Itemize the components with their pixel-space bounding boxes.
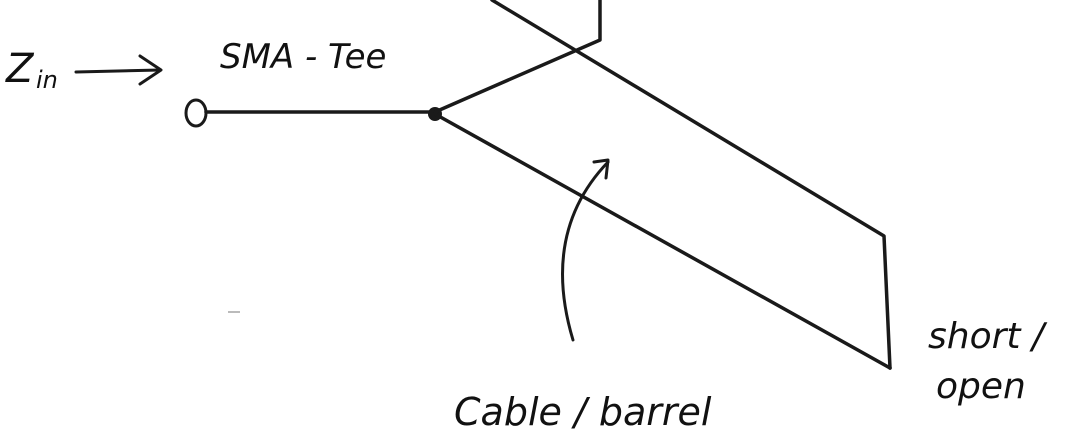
termination-label-short: short / <box>928 316 1048 357</box>
zin-subscript: in <box>36 66 58 94</box>
cable-upper-edge <box>490 0 892 370</box>
termination-label-open: open <box>936 366 1026 407</box>
input-port-terminal <box>184 98 208 128</box>
tee-upper-branch <box>433 0 602 114</box>
cable-pointer-arrow <box>561 158 610 342</box>
zin-symbol: Z <box>5 46 35 92</box>
cable-barrel-label: Cable / barrel <box>454 390 712 432</box>
input-arrow <box>74 54 163 86</box>
input-impedance-label: Z in <box>5 46 58 94</box>
cable-lower-edge <box>433 112 892 370</box>
sma-tee-label: SMA - Tee <box>220 37 386 77</box>
